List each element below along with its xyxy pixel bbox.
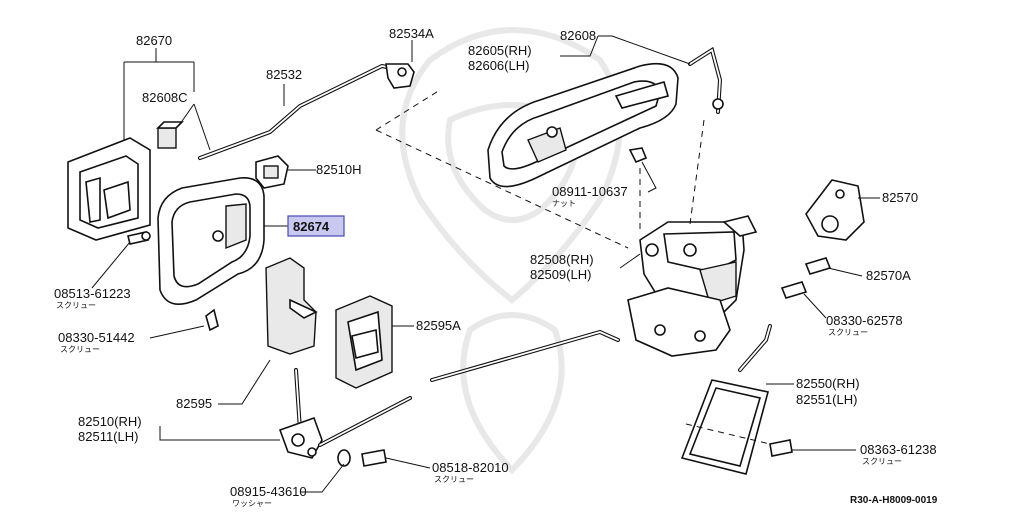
highlight-82674[interactable]: 82674 xyxy=(287,215,345,237)
label-82532: 82532 xyxy=(266,67,302,82)
leader-08330-51442 xyxy=(149,325,205,339)
label-82595a: 82595A xyxy=(416,318,461,333)
label-82605: 82605(RH) xyxy=(468,43,532,58)
label-82551: 82551(LH) xyxy=(796,392,857,407)
leader-08915 xyxy=(300,463,345,493)
label-82550: 82550(RH) xyxy=(796,376,860,391)
leader-08330-62578 xyxy=(803,293,827,319)
leader-82670 xyxy=(123,48,195,140)
clip-82534a[interactable] xyxy=(385,63,415,89)
screw-08330-51442[interactable] xyxy=(205,308,219,332)
handle-bracket-82670[interactable] xyxy=(67,137,151,241)
label-82509: 82509(LH) xyxy=(530,267,591,282)
label-08513-sub: スクリュー xyxy=(56,301,96,310)
label-08915-sub: ワッシャー xyxy=(232,499,272,508)
label-08363: 08363-61238 xyxy=(860,442,937,457)
escutcheon-82595a[interactable] xyxy=(335,295,393,389)
door-lock-82508[interactable] xyxy=(627,215,758,357)
label-08911: 08911-10637 xyxy=(552,184,628,199)
dash-link-1 xyxy=(375,89,441,131)
rod-upper-right[interactable] xyxy=(738,324,772,372)
protector-82550[interactable] xyxy=(680,379,769,475)
screw-08513[interactable] xyxy=(127,231,151,245)
leader-82510 xyxy=(159,426,280,441)
inner-handle-82674[interactable] xyxy=(157,177,265,306)
label-82595: 82595 xyxy=(176,396,212,411)
label-08330-62578-sub: スクリュー xyxy=(828,328,868,337)
dash-link-5 xyxy=(685,423,771,445)
label-08363-sub: スクリュー xyxy=(862,457,902,466)
escutcheon-82595[interactable] xyxy=(265,257,318,355)
stopper-82570[interactable] xyxy=(805,179,865,241)
screw-08330-62578[interactable] xyxy=(780,281,808,299)
label-08330-62578: 08330-62578 xyxy=(826,313,903,328)
label-82510rh: 82510(RH) xyxy=(78,414,142,429)
rod-lower[interactable] xyxy=(318,329,620,447)
washer-08915[interactable] xyxy=(337,449,351,467)
label-82510h: 82510H xyxy=(316,162,362,177)
leader-08911 xyxy=(641,161,657,193)
leader-08518 xyxy=(385,457,431,469)
clip-82608c[interactable] xyxy=(156,121,184,149)
label-82534a: 82534A xyxy=(389,26,434,41)
label-08915: 08915-43610 xyxy=(230,484,307,499)
leader-08513 xyxy=(91,241,131,289)
label-08518-sub: スクリュー xyxy=(434,475,474,484)
label-82670: 82670 xyxy=(136,33,172,48)
label-08911-sub: ナット xyxy=(552,199,576,208)
screw-08518[interactable] xyxy=(361,449,387,467)
leader-82605 xyxy=(560,35,599,57)
label-08330-51442: 08330-51442 xyxy=(58,330,135,345)
outer-handle-82605[interactable] xyxy=(487,62,679,188)
leader-82608 xyxy=(598,35,691,65)
clip-82510h[interactable] xyxy=(255,155,289,189)
dash-link-4 xyxy=(689,119,705,225)
screw-82570a[interactable] xyxy=(804,257,832,275)
label-82674: 82674 xyxy=(293,219,330,234)
label-82608c: 82608C xyxy=(142,90,188,105)
leader-82608c xyxy=(179,103,211,151)
leader-82595 xyxy=(218,359,271,405)
label-08513: 08513-61223 xyxy=(54,286,131,301)
nut-08911[interactable] xyxy=(628,147,648,164)
label-08330-51442-sub: スクリュー xyxy=(60,345,100,354)
label-82608: 82608 xyxy=(560,28,596,43)
label-82606: 82606(LH) xyxy=(468,58,529,73)
screw-08363[interactable] xyxy=(769,439,793,457)
reference-code: R30-A-H8009-0019 xyxy=(850,495,938,506)
lever-82510[interactable] xyxy=(278,368,323,459)
leader-82508 xyxy=(619,253,641,269)
label-82508: 82508(RH) xyxy=(530,252,594,267)
leader-82570a xyxy=(827,267,863,277)
label-82570: 82570 xyxy=(882,190,918,205)
rod-82608[interactable] xyxy=(688,46,724,114)
dash-link-2 xyxy=(375,129,629,249)
label-82570a: 82570A xyxy=(866,268,911,283)
label-82511lh: 82511(LH) xyxy=(78,429,138,444)
label-08518: 08518-82010 xyxy=(432,460,509,475)
